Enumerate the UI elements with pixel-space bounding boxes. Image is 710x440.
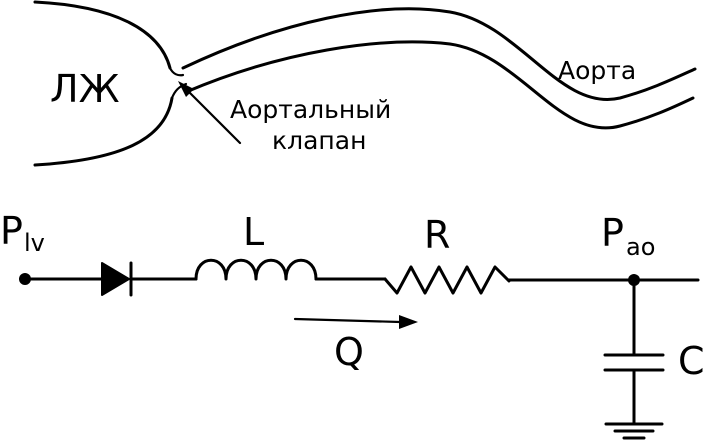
ventricle-outline [33, 0, 172, 70]
p-lv-subscript: lv [24, 229, 45, 257]
flow-label: Q [334, 330, 364, 374]
p-ao-subscript: ao [626, 233, 655, 261]
aorta-label: Аорта [558, 56, 636, 85]
flow-arrow-head [399, 315, 418, 329]
valve-label-line1: Аортальный [230, 95, 391, 124]
ground-symbol [604, 422, 664, 440]
aorta-wall-lower [184, 40, 695, 130]
diode-symbol [101, 261, 133, 297]
valve-label-line2: клапан [272, 126, 366, 155]
anatomy-sketch: ЛЖ Аорта Аортальный клапан [33, 0, 697, 167]
capacitor-label: C [678, 339, 705, 383]
valve-pointer-arrowhead [178, 81, 194, 97]
valve-pointer-line [180, 83, 242, 145]
ventricle-outline-lower [33, 96, 174, 167]
aorta-wall-upper [181, 7, 697, 101]
resistor-zigzag [383, 265, 511, 295]
ventricle-label: ЛЖ [50, 67, 120, 111]
valve-leaflet-upper [168, 66, 185, 77]
windkessel-circuit: P lv L R P ao C Q [0, 209, 705, 440]
inductor-label: L [243, 210, 264, 254]
flow-arrow-line [293, 317, 402, 324]
inductor-coil [194, 258, 318, 281]
p-lv-label: P [0, 209, 23, 253]
p-ao-label: P [601, 211, 624, 255]
resistor-label: R [424, 213, 450, 257]
diode-triangle [101, 262, 130, 296]
